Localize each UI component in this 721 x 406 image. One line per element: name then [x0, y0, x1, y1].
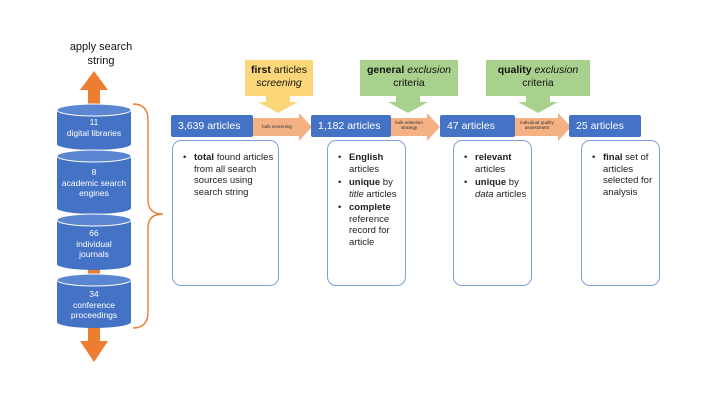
step-text: individual quality — [520, 120, 554, 125]
source-label-conference-proceedings: 34 conference proceedings — [57, 289, 131, 321]
criteria-quality-exclusion: quality exclusion criteria — [486, 60, 590, 96]
source-name-cont: journals — [79, 249, 109, 259]
criteria-italic: exclusion — [407, 64, 452, 76]
criteria-arrow-1 — [258, 96, 298, 113]
detail-item: English articles — [336, 152, 402, 175]
criteria-bold: general — [366, 64, 405, 76]
criteria-text: articles — [270, 64, 308, 76]
stage-count-3: 47 articles — [440, 115, 515, 137]
step-text: bulk selection — [395, 120, 423, 125]
detail-bold: complete — [349, 202, 391, 213]
detail-text: reference record for article — [349, 213, 390, 248]
source-name: individual — [76, 238, 112, 249]
source-name-cont: engines — [79, 188, 109, 198]
detail-italic: data — [475, 188, 494, 200]
step-arrow-3 — [514, 113, 571, 141]
detail-item: relevant articles — [462, 152, 528, 175]
criteria-arrow-3 — [518, 96, 558, 113]
step-arrow-2 — [390, 113, 440, 141]
criteria-arrow-2 — [388, 96, 428, 113]
stage-count-2: 1,182 articles — [311, 115, 391, 137]
source-name: academic search — [61, 177, 127, 188]
stage-detail-4: final set of articles selected for analy… — [581, 140, 660, 286]
arrow-up-head — [80, 71, 108, 90]
database-academic-search-engines — [56, 149, 132, 214]
stage-detail-3: relevant articles unique by data article… — [453, 140, 532, 286]
detail-bold: total — [194, 152, 215, 163]
detail-bold: unique — [475, 177, 507, 188]
stage-count-1: 3,639 articles — [171, 115, 253, 137]
source-label-digital-libraries: 11 digital libraries — [57, 117, 131, 138]
detail-italic: title — [349, 188, 364, 200]
detail-text: by — [506, 177, 519, 188]
apply-line-2: string — [87, 55, 115, 67]
source-name: conference — [72, 299, 116, 310]
detail-bold: unique — [349, 177, 381, 188]
apply-search-string-label: apply search string — [52, 40, 150, 68]
database-digital-libraries — [56, 103, 132, 150]
step-arrow-1 — [252, 113, 312, 141]
database-conference-proceedings — [56, 273, 132, 328]
apply-line-1: apply search — [69, 41, 133, 53]
detail-bold: English — [349, 152, 384, 163]
step-label-bulk-screening: bulk screening — [255, 124, 299, 129]
criteria-general-exclusion: general exclusion criteria — [360, 60, 458, 96]
detail-item: final set of articles selected for analy… — [590, 152, 656, 198]
source-count: 34 — [89, 289, 99, 299]
sources-brace — [132, 103, 164, 329]
stage-detail-2: English articles unique by title article… — [327, 140, 406, 286]
stage-count-4: 25 articles — [569, 115, 641, 137]
detail-text: articles — [349, 163, 380, 175]
source-label-academic-search-engines: 8 academic search engines — [57, 167, 131, 199]
detail-bold: final — [603, 152, 623, 163]
criteria-bold: quality — [497, 64, 532, 76]
source-count: 8 — [91, 167, 97, 177]
source-label-individual-journals: 66 individual journals — [57, 228, 131, 260]
source-name: digital libraries — [66, 127, 122, 138]
criteria-first-screening: first articles screening — [245, 60, 313, 96]
step-label-bulk-selection: bulk selection strategy — [390, 120, 428, 130]
detail-item: unique by title articles — [336, 177, 402, 200]
detail-text: articles — [475, 163, 506, 175]
detail-text: set of articles selected for analysis — [603, 152, 653, 198]
detail-text: found articles from all search sources u… — [194, 152, 274, 198]
detail-bold: relevant — [475, 152, 512, 163]
criteria-italic: exclusion — [534, 64, 579, 76]
detail-item: unique by data articles — [462, 177, 528, 200]
source-count: 66 — [89, 228, 99, 238]
criteria-italic: screening — [256, 77, 302, 89]
criteria-plain: criteria — [393, 77, 425, 89]
detail-item: complete reference record for article — [336, 202, 402, 248]
detail-text: articles — [363, 188, 397, 200]
criteria-bold: first — [250, 64, 271, 76]
stage-detail-1: total found articles from all search sou… — [172, 140, 279, 286]
step-text: bulk screening — [262, 124, 292, 129]
arrow-down-head — [80, 341, 108, 362]
detail-text: articles — [493, 188, 527, 200]
step-text-cont: assessment — [524, 125, 550, 130]
detail-item: total found articles from all search sou… — [181, 152, 274, 198]
source-count: 11 — [89, 117, 99, 127]
step-label-quality-assessment: individual quality assessment — [514, 120, 560, 130]
detail-text: by — [380, 177, 393, 188]
step-text-cont: strategy — [400, 125, 418, 130]
source-name-cont: proceedings — [70, 310, 118, 320]
database-individual-journals — [56, 213, 132, 270]
criteria-plain: criteria — [522, 77, 554, 89]
